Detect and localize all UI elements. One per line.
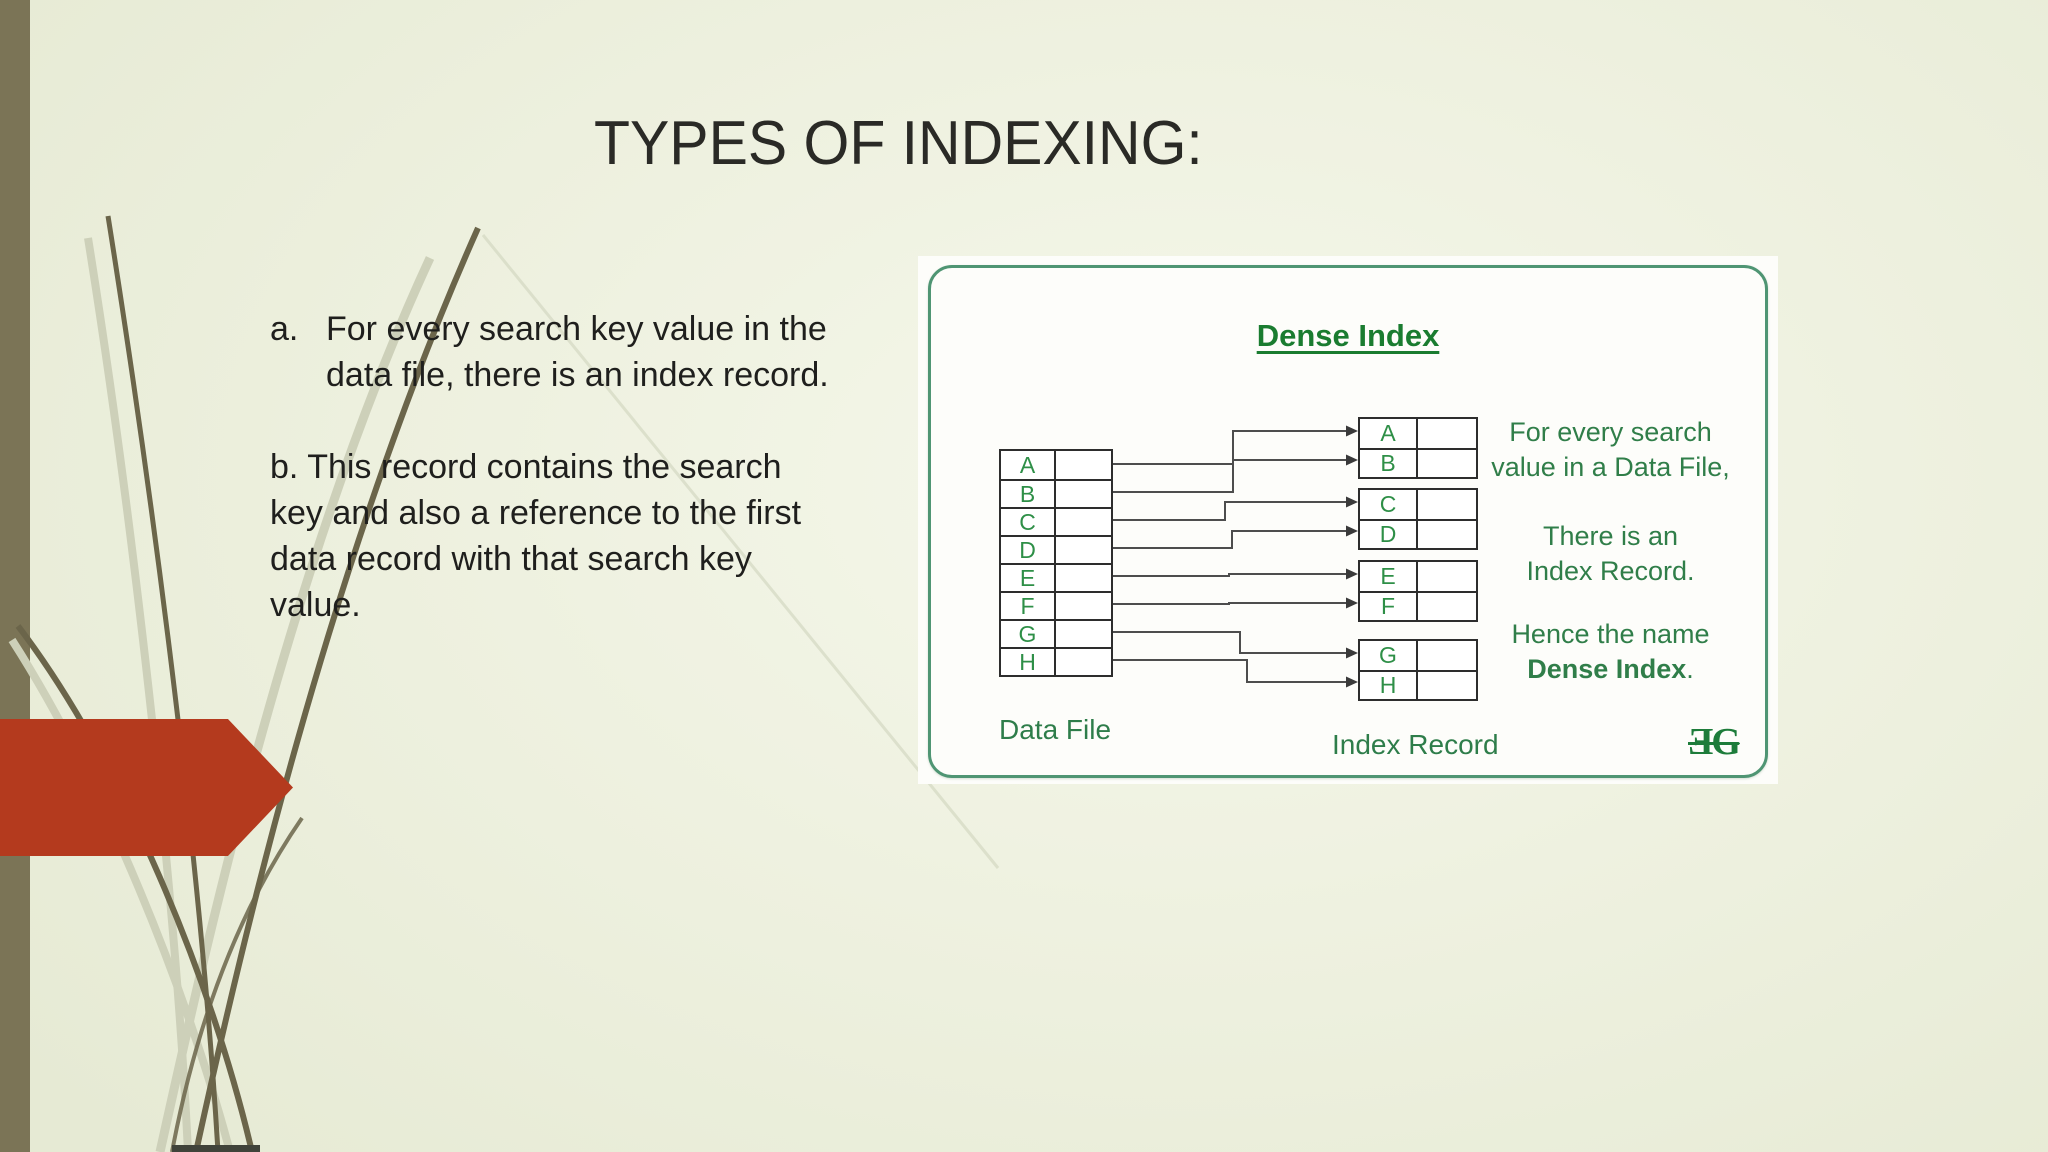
empty-cell	[1056, 537, 1111, 563]
note-line-3: Hence the name Dense Index.	[1511, 619, 1710, 684]
bullet-item-a: a. For every search key value in the dat…	[270, 306, 910, 398]
slide-body: a. For every search key value in the dat…	[270, 306, 910, 628]
empty-cell	[1418, 593, 1476, 620]
search-key-cell: D	[1360, 521, 1418, 548]
table-row: E	[1001, 563, 1111, 591]
bullet-item-b: b. This record contains the search key a…	[270, 444, 910, 628]
search-key-cell: F	[1360, 593, 1418, 620]
bullet-a-line2: data file, there is an index record.	[326, 356, 829, 394]
pointer-arrows	[1113, 425, 1358, 688]
connector-line	[1113, 501, 1348, 521]
search-key-cell: H	[1360, 672, 1418, 699]
connector-line	[1113, 459, 1348, 493]
table-row: C	[1360, 490, 1476, 519]
table-row: D	[1360, 519, 1476, 548]
figure-title: Dense Index	[1256, 318, 1440, 353]
search-key-cell: F	[1001, 593, 1056, 619]
note-line-2: There is an Index Record.	[1526, 521, 1695, 586]
geeksforgeeks-logo: ƎG	[1688, 721, 1741, 763]
bullet-a-line1: For every search key value in the	[326, 310, 827, 348]
table-row: B	[1001, 479, 1111, 507]
table-row: E	[1360, 562, 1476, 591]
search-key-cell: E	[1001, 565, 1056, 591]
empty-cell	[1056, 593, 1111, 619]
table-row: G	[1001, 619, 1111, 647]
bullet-a-marker: a.	[270, 310, 299, 348]
arrowhead-icon	[1346, 525, 1358, 537]
page-title: TYPES OF INDEXING:	[593, 109, 1203, 178]
connector-line	[1113, 530, 1348, 549]
empty-cell	[1056, 451, 1111, 479]
search-key-cell: B	[1360, 450, 1418, 477]
arrowhead-icon	[1346, 454, 1358, 466]
empty-cell	[1418, 490, 1476, 519]
table-row: H	[1360, 670, 1476, 699]
note-line-1: For every search value in a Data File,	[1491, 417, 1730, 482]
bullet-a-text: For every search key value in the data f…	[326, 306, 829, 398]
arrowhead-icon	[1346, 496, 1358, 508]
search-key-cell: E	[1360, 562, 1418, 591]
table-row: G	[1360, 641, 1476, 670]
search-key-cell: D	[1001, 537, 1056, 563]
search-key-cell: B	[1001, 481, 1056, 507]
search-key-cell: C	[1360, 490, 1418, 519]
connector-line	[1113, 573, 1348, 577]
table-row: A	[1001, 451, 1111, 479]
arrowhead-icon	[1346, 676, 1358, 688]
connector-line	[1113, 430, 1348, 465]
bullet-b-line3: data record with that search key	[270, 540, 752, 578]
search-key-cell: A	[1360, 419, 1418, 448]
search-key-cell: A	[1001, 451, 1056, 479]
empty-cell	[1056, 649, 1111, 675]
empty-cell	[1056, 481, 1111, 507]
table-row: B	[1360, 448, 1476, 477]
empty-cell	[1056, 621, 1111, 647]
connector-line	[1113, 602, 1348, 605]
empty-cell	[1056, 509, 1111, 535]
bullet-b-line4: value.	[270, 586, 361, 624]
bullet-b-line2: key and also a reference to the first	[270, 494, 802, 532]
search-key-cell: G	[1360, 641, 1418, 670]
bullet-b-line1: b. This record contains the search	[270, 448, 782, 486]
table-row: C	[1001, 507, 1111, 535]
table-row: F	[1001, 591, 1111, 619]
search-key-cell: G	[1001, 621, 1056, 647]
table-row: H	[1001, 647, 1111, 675]
arrowhead-icon	[1346, 425, 1358, 437]
red-arrow-shape	[0, 719, 293, 856]
connector-line	[1113, 631, 1348, 654]
arrowhead-icon	[1346, 647, 1358, 659]
search-key-cell: C	[1001, 509, 1056, 535]
search-key-cell: H	[1001, 649, 1056, 675]
table-row: D	[1001, 535, 1111, 563]
index-record-label: Index Record	[1332, 729, 1499, 760]
arrowhead-icon	[1346, 597, 1358, 609]
bottom-edge-mark	[172, 1145, 260, 1152]
data-file-label: Data File	[999, 714, 1112, 745]
table-row: A	[1360, 419, 1476, 448]
arrowhead-icon	[1346, 568, 1358, 580]
table-row: F	[1360, 591, 1476, 620]
empty-cell	[1056, 565, 1111, 591]
connector-line	[1113, 659, 1348, 683]
